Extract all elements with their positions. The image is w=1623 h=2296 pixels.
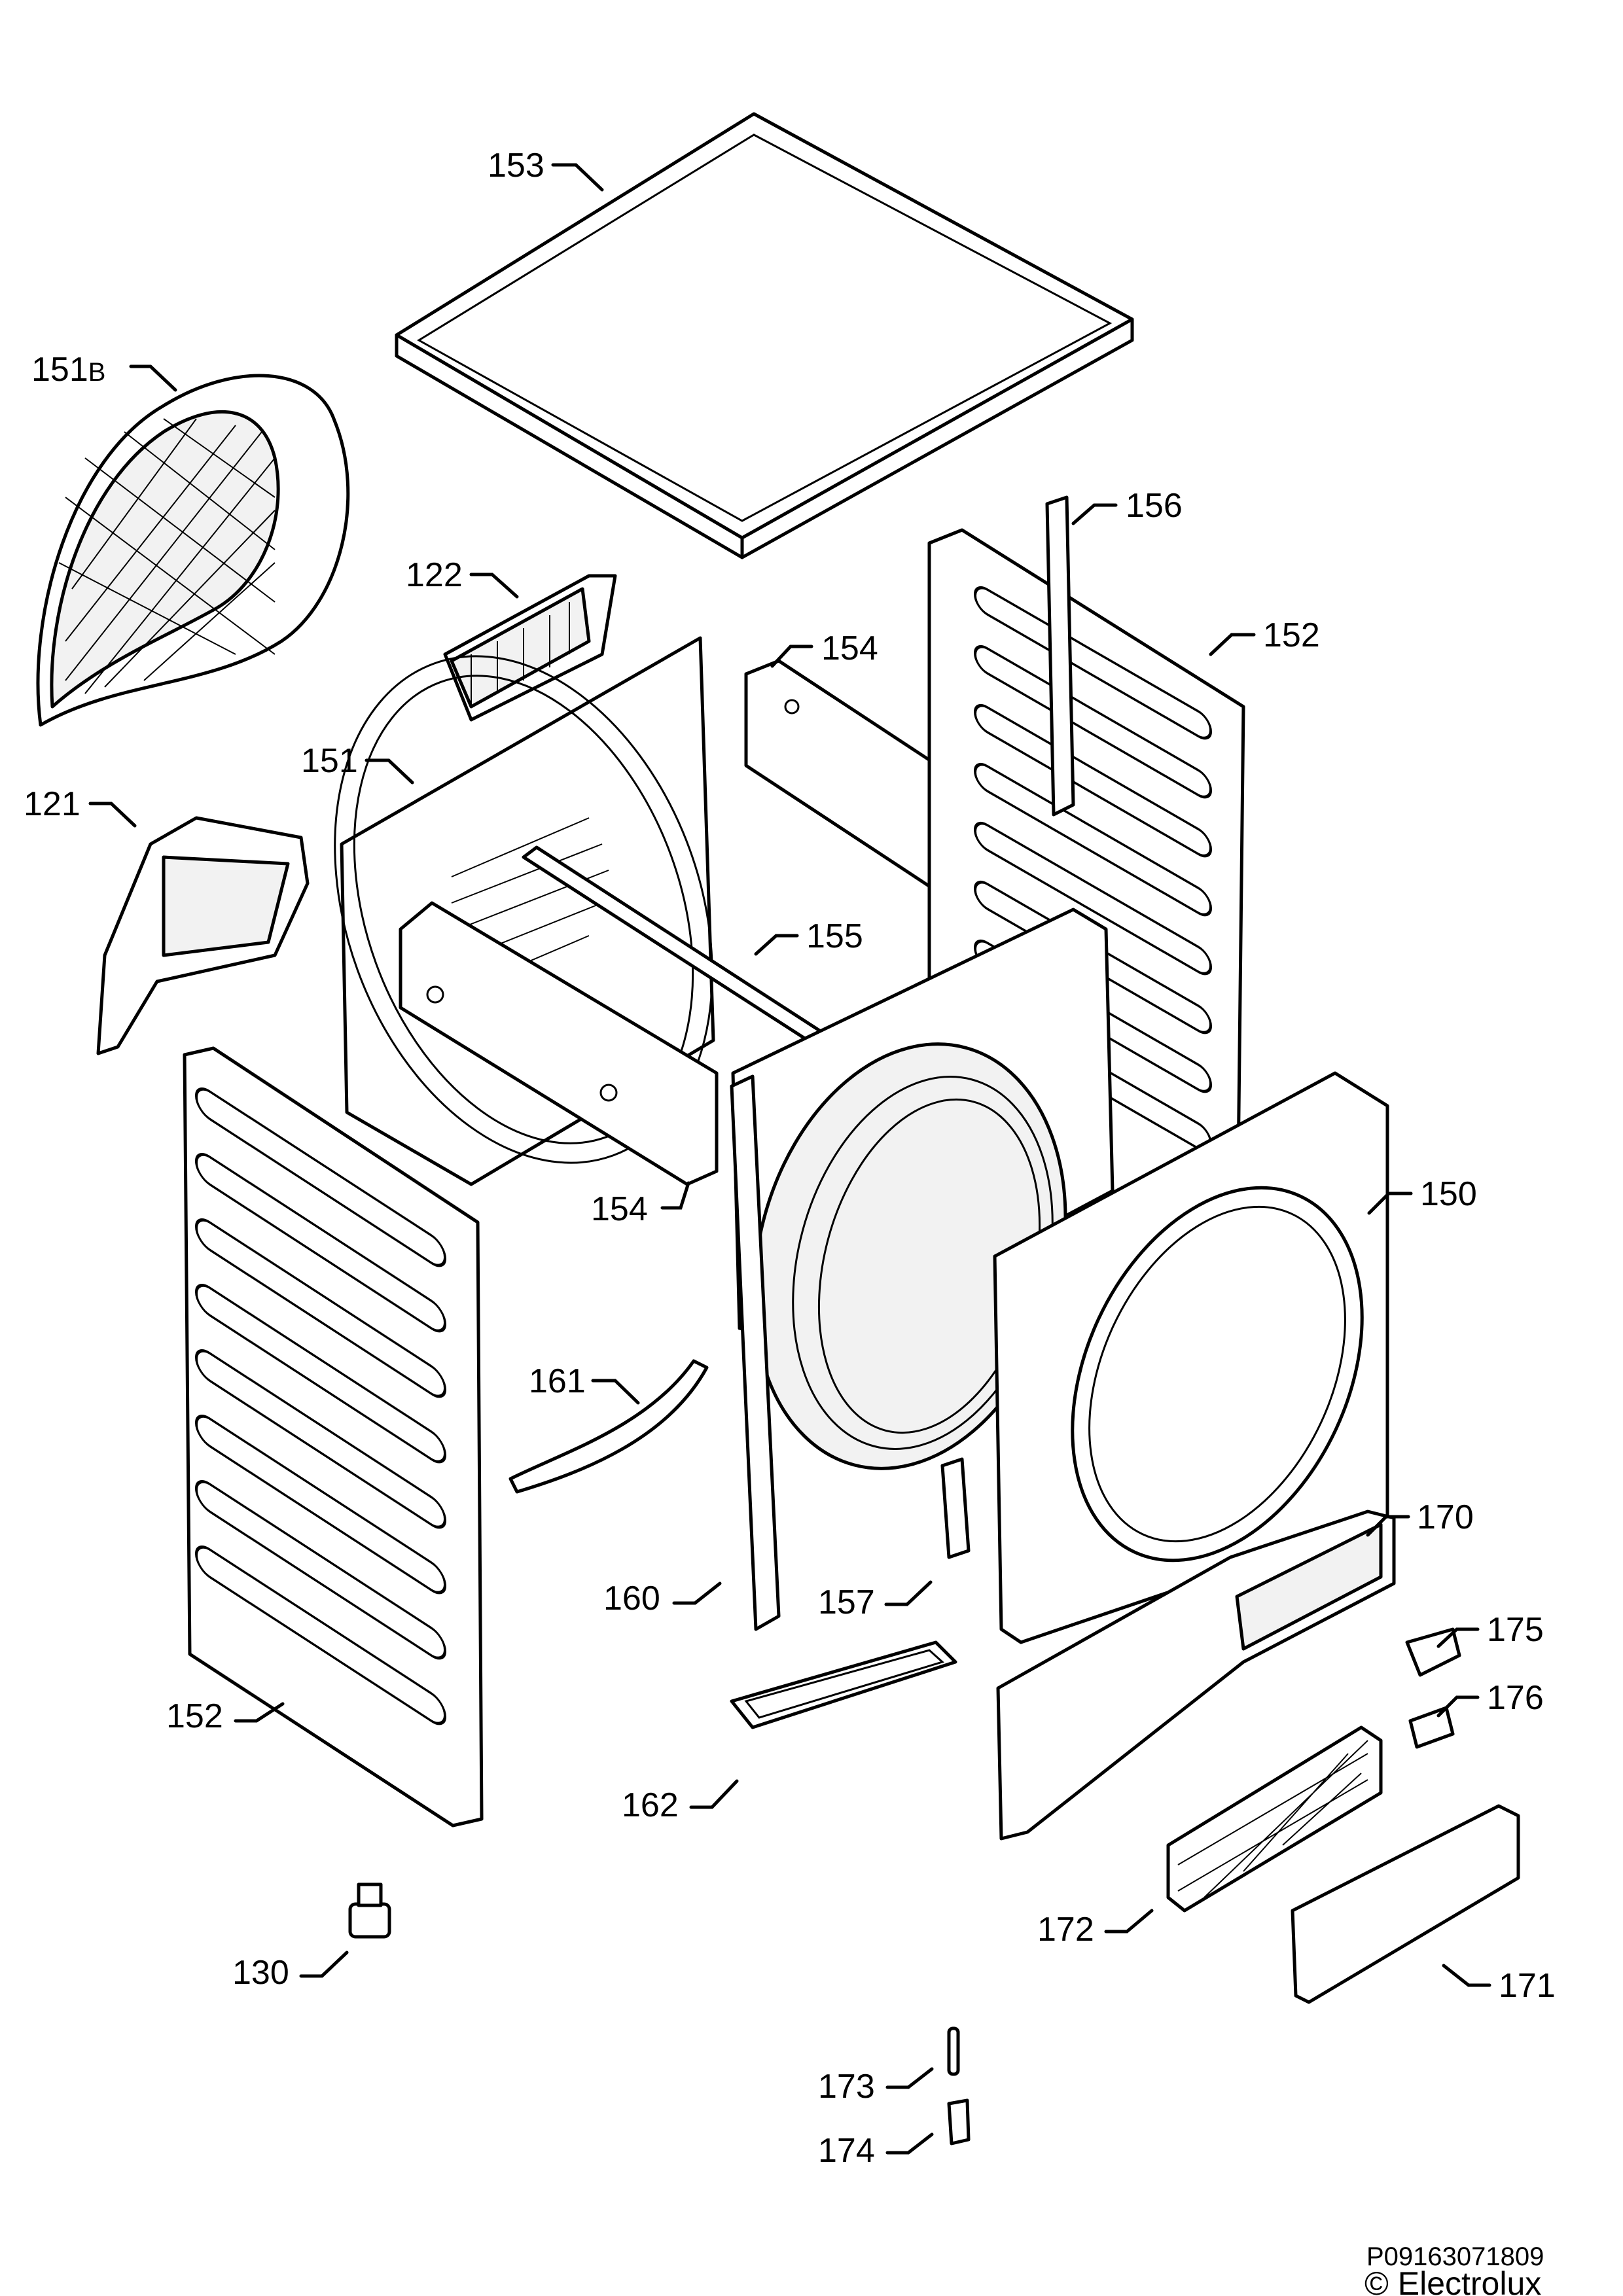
callout-label: 130 xyxy=(232,1954,289,1992)
part-121-duct xyxy=(96,816,310,1055)
callout-155: 155 xyxy=(754,917,863,956)
part-150-front-panel xyxy=(993,1071,1389,1644)
callout-label: 171 xyxy=(1499,1967,1556,2005)
part-171-cover xyxy=(1291,1804,1520,2004)
callout-156: 156 xyxy=(1071,487,1183,525)
part-162-gasket xyxy=(730,1640,957,1729)
part-130-foot xyxy=(348,1882,391,1939)
callout-label: 157 xyxy=(818,1583,875,1621)
part-153-top-cover xyxy=(395,112,1134,559)
callout-label: 121 xyxy=(24,785,80,823)
part-172-grille xyxy=(1166,1725,1383,1913)
callout-label: 150 xyxy=(1420,1175,1477,1213)
callout-label: 161 xyxy=(529,1362,586,1400)
callout-label: 122 xyxy=(406,556,463,594)
callout-176: 176 xyxy=(1436,1679,1544,1718)
callout-label: 152 xyxy=(1263,616,1320,654)
callout-label: 176 xyxy=(1487,1679,1544,1717)
part-173-pin xyxy=(947,2026,960,2076)
callout-174: 174 xyxy=(818,2132,934,2170)
part-176 xyxy=(1408,1706,1455,1749)
main-cabinet-frame xyxy=(731,908,1115,1470)
callout-151b: 151B xyxy=(31,351,177,392)
callout-label: 152 xyxy=(166,1697,223,1735)
callout-151: 151 xyxy=(301,742,414,785)
callout-122: 122 xyxy=(406,556,519,599)
part-174-clip xyxy=(947,2098,971,2146)
callout-label: 160 xyxy=(603,1580,660,1617)
callout-152-left: 152 xyxy=(166,1697,285,1735)
callout-160: 160 xyxy=(603,1580,722,1617)
callout-150: 150 xyxy=(1367,1175,1477,1215)
callout-label: 154 xyxy=(591,1190,648,1228)
callout-label: 155 xyxy=(806,917,863,955)
callout-label: 175 xyxy=(1487,1611,1544,1649)
part-151b-rear-cover xyxy=(36,374,350,727)
callout-label: 156 xyxy=(1126,487,1183,525)
callout-label: 173 xyxy=(818,2068,875,2106)
callout-157: 157 xyxy=(818,1580,933,1621)
part-122 xyxy=(443,574,617,722)
callout-175: 175 xyxy=(1436,1611,1544,1649)
callout-173: 173 xyxy=(818,2067,934,2106)
callout-170: 170 xyxy=(1366,1498,1474,1537)
part-157 xyxy=(940,1457,971,1559)
part-152-left-side-panel xyxy=(183,1046,484,1828)
callout-154-top: 154 xyxy=(770,629,878,668)
callout-161: 161 xyxy=(529,1362,640,1405)
part-156-strip xyxy=(1045,495,1075,817)
part-154-bracket-lower xyxy=(399,901,719,1186)
part-160-front-post xyxy=(730,1074,781,1631)
callout-label: 151B xyxy=(31,351,105,389)
callout-label: 154 xyxy=(821,629,878,667)
callout-154-bottom: 154 xyxy=(591,1181,690,1228)
copyright-brand: © Electrolux xyxy=(1364,2265,1541,2296)
part-161-seal xyxy=(508,1359,709,1494)
callout-171: 171 xyxy=(1442,1964,1556,2005)
callout-label: 153 xyxy=(488,147,544,185)
callout-153: 153 xyxy=(488,147,604,192)
callout-121: 121 xyxy=(24,785,137,828)
callout-label: 174 xyxy=(818,2132,875,2170)
drawing-code: P09163071809 xyxy=(1366,2242,1544,2271)
callout-label: 172 xyxy=(1037,1911,1094,1949)
callout-label: 151 xyxy=(301,742,358,780)
callout-162: 162 xyxy=(622,1779,739,1824)
left-panel-ribs xyxy=(195,1087,446,1725)
part-170-control-panel xyxy=(996,1510,1396,1841)
callout-172: 172 xyxy=(1037,1909,1154,1949)
callout-label: 162 xyxy=(622,1786,679,1824)
callout-130: 130 xyxy=(232,1951,349,1992)
callout-152-right: 152 xyxy=(1209,616,1320,656)
callout-label: 170 xyxy=(1417,1498,1474,1536)
